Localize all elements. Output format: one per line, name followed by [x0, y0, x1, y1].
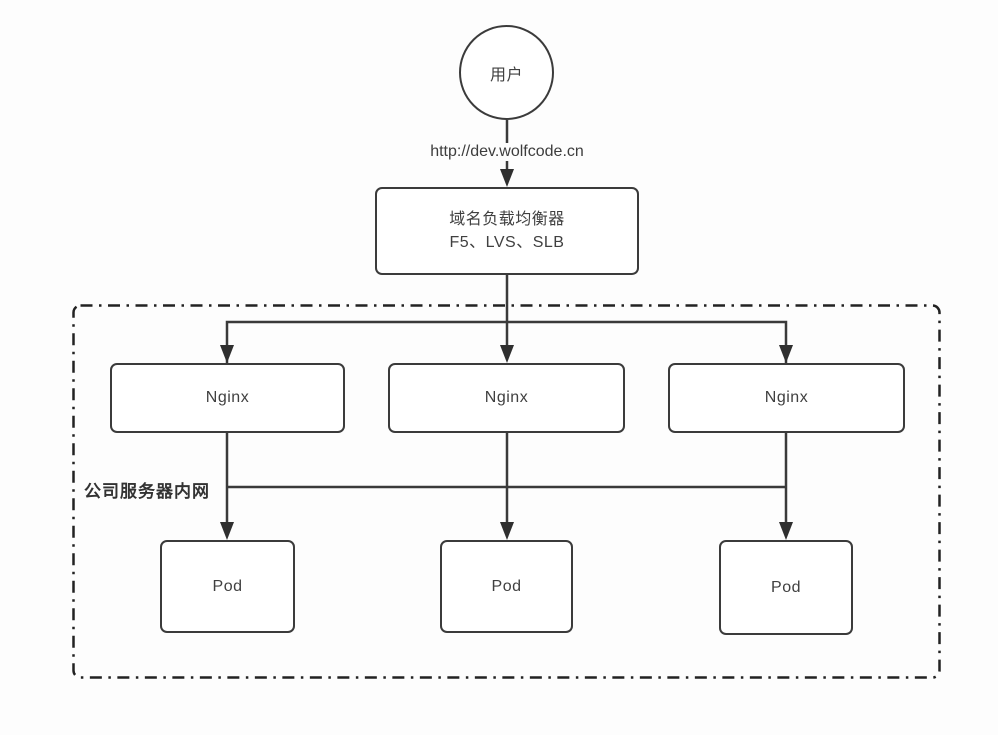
- nginx-node-label: Nginx: [764, 389, 809, 406]
- load-balancer-subtitle: F5、LVS、SLB: [449, 234, 565, 251]
- nginx-node-3: Nginx: [668, 363, 905, 433]
- arrow-down-icon: [779, 522, 793, 540]
- pod-node-label: Pod: [212, 577, 243, 595]
- pod-node-1: Pod: [160, 540, 295, 633]
- user-node-label: 用户: [489, 66, 523, 84]
- pod-node-3: Pod: [719, 540, 853, 635]
- pod-node-2: Pod: [440, 540, 573, 633]
- arrow-down-icon: [500, 169, 514, 187]
- arrow-down-icon: [220, 522, 234, 540]
- arrow-down-icon: [500, 345, 514, 363]
- pod-node-label: Pod: [771, 578, 801, 596]
- nginx-node-label: Nginx: [205, 389, 250, 406]
- load-balancer-title: 域名负载均衡器: [449, 211, 565, 228]
- nginx-node-2: Nginx: [388, 363, 625, 433]
- user-node: 用户: [459, 25, 554, 120]
- arrow-down-icon: [500, 522, 514, 540]
- request-url-label: http://dev.wolfcode.cn: [425, 143, 589, 161]
- intranet-boundary: [72, 304, 941, 679]
- pod-node-label: Pod: [491, 577, 522, 595]
- load-balancer-node: 域名负载均衡器 F5、LVS、SLB: [375, 187, 639, 275]
- intranet-label: 公司服务器内网: [84, 482, 210, 501]
- nginx-node-label: Nginx: [484, 389, 529, 406]
- arrow-down-icon: [779, 345, 793, 363]
- nginx-node-1: Nginx: [110, 363, 345, 433]
- arrow-down-icon: [220, 345, 234, 363]
